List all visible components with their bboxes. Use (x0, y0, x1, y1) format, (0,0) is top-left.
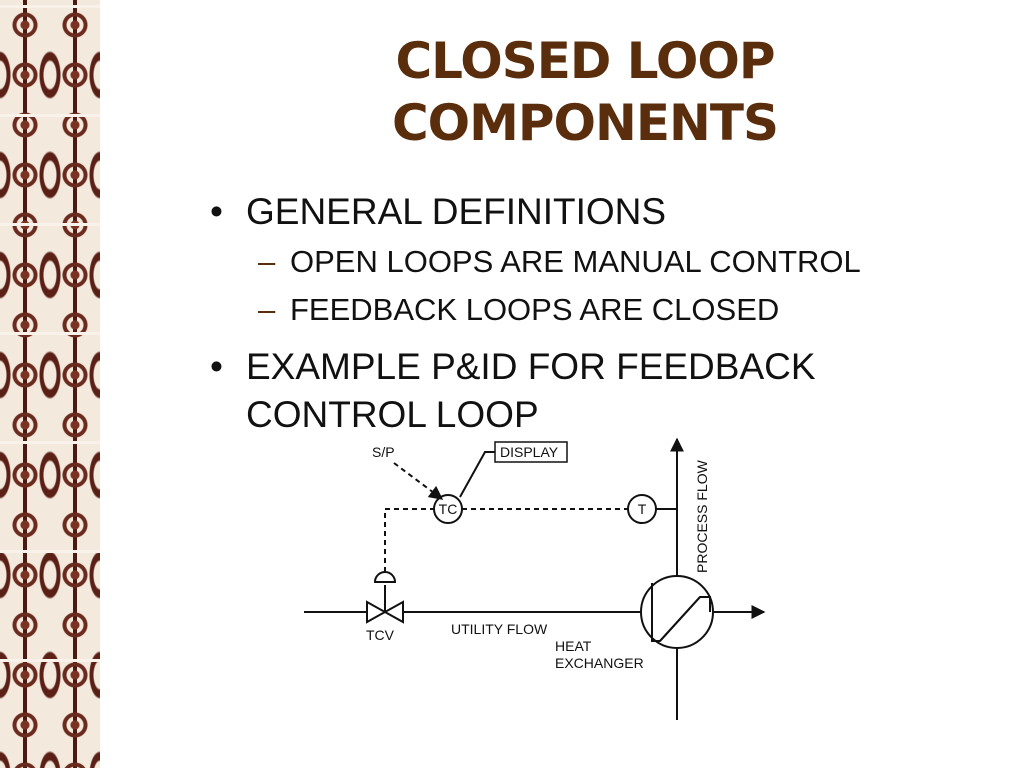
temperature-transmitter-symbol (627, 494, 657, 524)
controller-to-valve-signal (384, 508, 434, 572)
pid-diagram: PROCESS FLOW UTILITY FLOW HEAT EXCHANGER… (304, 437, 766, 720)
display-label: DISPLAY (500, 444, 559, 460)
sub-bullet-marker: – (258, 292, 276, 327)
title-line-1: CLOSED LOOP (395, 32, 775, 90)
bullet-marker: • (210, 191, 223, 232)
bullet-text-line-2: CONTROL LOOP (246, 394, 539, 435)
sub-bullet-open-loops: –OPEN LOOPS ARE MANUAL CONTROL (258, 242, 861, 282)
heat-exchanger-symbol (640, 575, 714, 649)
control-valve-symbol (366, 571, 404, 624)
valve-label: TCV (366, 627, 395, 643)
bullet-example-pid-continued: CONTROL LOOP (210, 389, 539, 441)
bullet-general-definitions: • GENERAL DEFINITIONS (210, 186, 666, 238)
sub-bullet-text: FEEDBACK LOOPS ARE CLOSED (290, 292, 780, 327)
sub-bullet-marker: – (258, 244, 276, 279)
sub-bullet-text: OPEN LOOPS ARE MANUAL CONTROL (290, 244, 861, 279)
sub-bullet-feedback-loops: –FEEDBACK LOOPS ARE CLOSED (258, 290, 779, 330)
process-flow-label: PROCESS FLOW (694, 459, 710, 573)
transmitter-label: T (638, 501, 647, 517)
utility-flow-label: UTILITY FLOW (451, 621, 548, 637)
slide-title: CLOSED LOOP COMPONENTS (330, 30, 840, 154)
bullet-text-line-1: EXAMPLE P&ID FOR FEEDBACK (246, 346, 816, 387)
controller-label: TC (439, 501, 458, 517)
display-leader-line (459, 451, 495, 498)
decorative-border (0, 0, 100, 768)
display-box (494, 441, 568, 463)
temperature-controller-symbol (433, 494, 463, 524)
heat-exchanger-label-line-1: HEAT (555, 638, 592, 654)
bullet-text: GENERAL DEFINITIONS (246, 191, 667, 232)
title-line-2: COMPONENTS (391, 94, 779, 152)
bullet-example-pid: • EXAMPLE P&ID FOR FEEDBACK (210, 341, 816, 393)
setpoint-label: S/P (372, 444, 395, 460)
setpoint-arrow (393, 462, 444, 500)
heat-exchanger-label-line-2: EXCHANGER (555, 655, 644, 671)
bullet-marker: • (210, 346, 223, 387)
